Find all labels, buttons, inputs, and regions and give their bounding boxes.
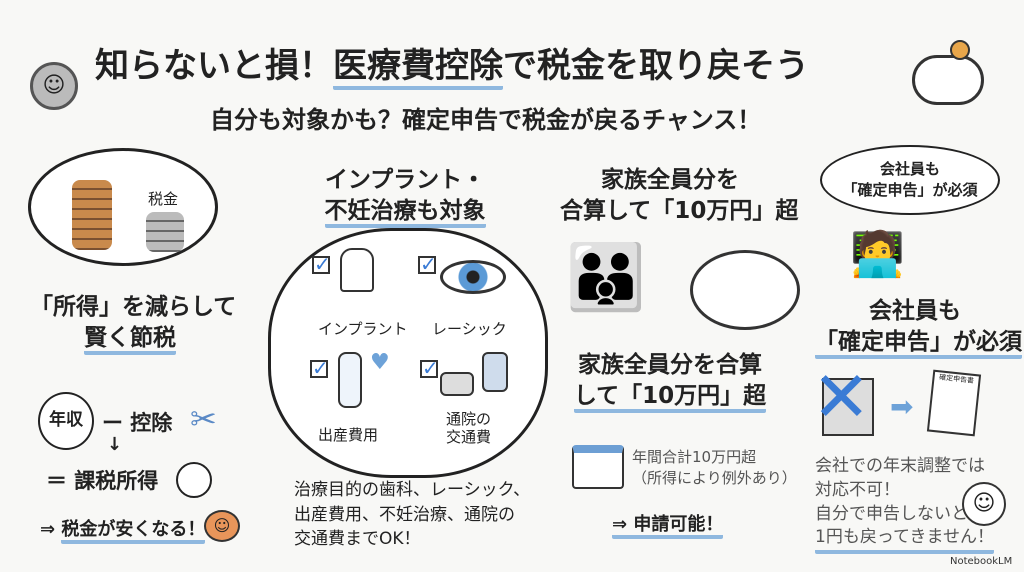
left-heading: 「所得」を減らして賢く節税 [30, 292, 237, 356]
title-pre: 知らないと損！ [95, 46, 333, 86]
bubble-l2: 「確定申告」が必須 [842, 181, 978, 199]
taxable-income: ＝ 課税所得 [46, 469, 159, 493]
cross-mark-icon: ✕ [812, 356, 871, 438]
left-heading-l1: 「所得」を減らして [30, 294, 237, 320]
eye-icon [440, 260, 506, 294]
note-l1: 治療目的の歯科、レーシック、 [294, 480, 531, 500]
right-l2: 「確定申告」が必須 [815, 329, 1022, 360]
silver-coin-stack-icon [146, 212, 184, 252]
right-note-l2: 対応不可！ [815, 479, 900, 500]
item-transport: 通院の 交通費 [446, 410, 492, 446]
right-l1: 会社員も [869, 298, 961, 324]
piggy-bank-large-icon [690, 250, 800, 330]
speech-bubble: 会社員も「確定申告」が必須 [820, 145, 1000, 215]
calendar-calculator-icon [572, 445, 624, 489]
footer-brand: NotebookLM [950, 556, 1012, 567]
bubble-l1: 会社員も [879, 160, 940, 178]
family-detail: 年間合計10万円超 （所得により例外あり） [632, 447, 797, 489]
scissors-icon: ✂ [190, 400, 217, 438]
happy-man-icon: ☺ [962, 482, 1006, 526]
taxi-icon [440, 372, 474, 396]
center-heading-l2: 不妊治療も対象 [324, 198, 486, 229]
page-title: 知らないと損！医療費控除で税金を取り戻そう [95, 38, 809, 90]
result-line: ⇒ 税金が安くなる！ [40, 515, 206, 544]
coin-icon: ☺ [30, 62, 78, 110]
item-implant: インプラント [318, 320, 408, 338]
note-l2: 出産費用、不妊治療、通院の [294, 504, 515, 525]
arrow-right-icon: ➡ [890, 390, 914, 423]
brand-label: NotebookLM [950, 556, 1013, 567]
family-top-l1: 家族全員分を [601, 167, 739, 193]
apply-possible: ⇒ 申請可能！ [612, 514, 724, 539]
detail-l1: 年間合計10万円超 [632, 448, 757, 466]
minus-deduction: ー 控除 [102, 411, 173, 435]
family-l2: して「10万円」超 [573, 383, 767, 414]
checkbox-implant: ✓ [312, 252, 331, 276]
note-l3: 交通費までOK！ [294, 529, 421, 550]
company-building-crossed-icon [822, 378, 874, 436]
item-birth: 出産費用 [318, 426, 379, 444]
result-text: 税金が安くなる！ [61, 519, 206, 544]
checkbox-transport: ✓ [420, 356, 439, 380]
family-icon: 👪 [566, 241, 646, 315]
purse-icon: ☺ [204, 510, 240, 542]
money-bag-icon: 年収 [38, 392, 94, 450]
title-main: 医療費控除 [333, 46, 503, 90]
small-bag-icon [176, 462, 212, 498]
family-result: ⇒ 申請可能！ [612, 510, 724, 539]
thought-cloud [28, 148, 218, 266]
center-heading: インプラント・不妊治療も対象 [300, 165, 510, 229]
checkbox-birth: ✓ [310, 356, 329, 380]
train-icon [482, 352, 508, 392]
right-note-l3: 自分で申告しないと [815, 503, 968, 524]
piggy-bank-icon [912, 55, 984, 105]
title-post: で税金を取り戻そう [503, 46, 809, 86]
arrow-down: ↓ [107, 434, 123, 455]
cloud-label: 税金 [148, 190, 179, 208]
family-l1: 家族全員分を合算 [578, 352, 762, 378]
tax-return-form-icon: 確定申告書 [926, 369, 982, 437]
gold-coin-icon [950, 40, 970, 60]
form-label: 確定申告書 [938, 373, 975, 385]
result-arrow: ⇒ [40, 519, 56, 540]
family-heading: 家族全員分を合算して「10万円」超 [565, 350, 775, 414]
coin-stack-icon [72, 180, 112, 250]
detail-l2: （所得により例外あり） [632, 469, 797, 487]
right-heading: 会社員も「確定申告」が必須 [815, 296, 1022, 360]
center-note: 治療目的の歯科、レーシック、出産費用、不妊治療、通院の交通費までOK！ [294, 478, 530, 552]
checkbox-lasik: ✓ [418, 252, 437, 276]
family-heading-top: 家族全員分を合算して「10万円」超 [560, 165, 799, 227]
item-lasik: レーシック [432, 320, 507, 338]
office-worker-icon: 🧑‍💻 [850, 229, 905, 280]
right-note-l4: 1円も戻ってきません！ [815, 526, 994, 555]
right-note-l1: 会社での年末調整では [815, 456, 985, 476]
family-top-l2: 合算して「10万円」超 [560, 198, 799, 225]
bag-label: 年収 [49, 410, 83, 430]
left-heading-l2: 賢く節税 [84, 325, 176, 356]
baby-bottle-icon [338, 352, 362, 408]
center-heading-l1: インプラント・ [324, 167, 486, 193]
heart-icon: ♥ [370, 350, 390, 375]
subtitle: 自分も対象かも？確定申告で税金が戻るチャンス！ [210, 106, 762, 134]
tooth-implant-icon [340, 248, 374, 292]
